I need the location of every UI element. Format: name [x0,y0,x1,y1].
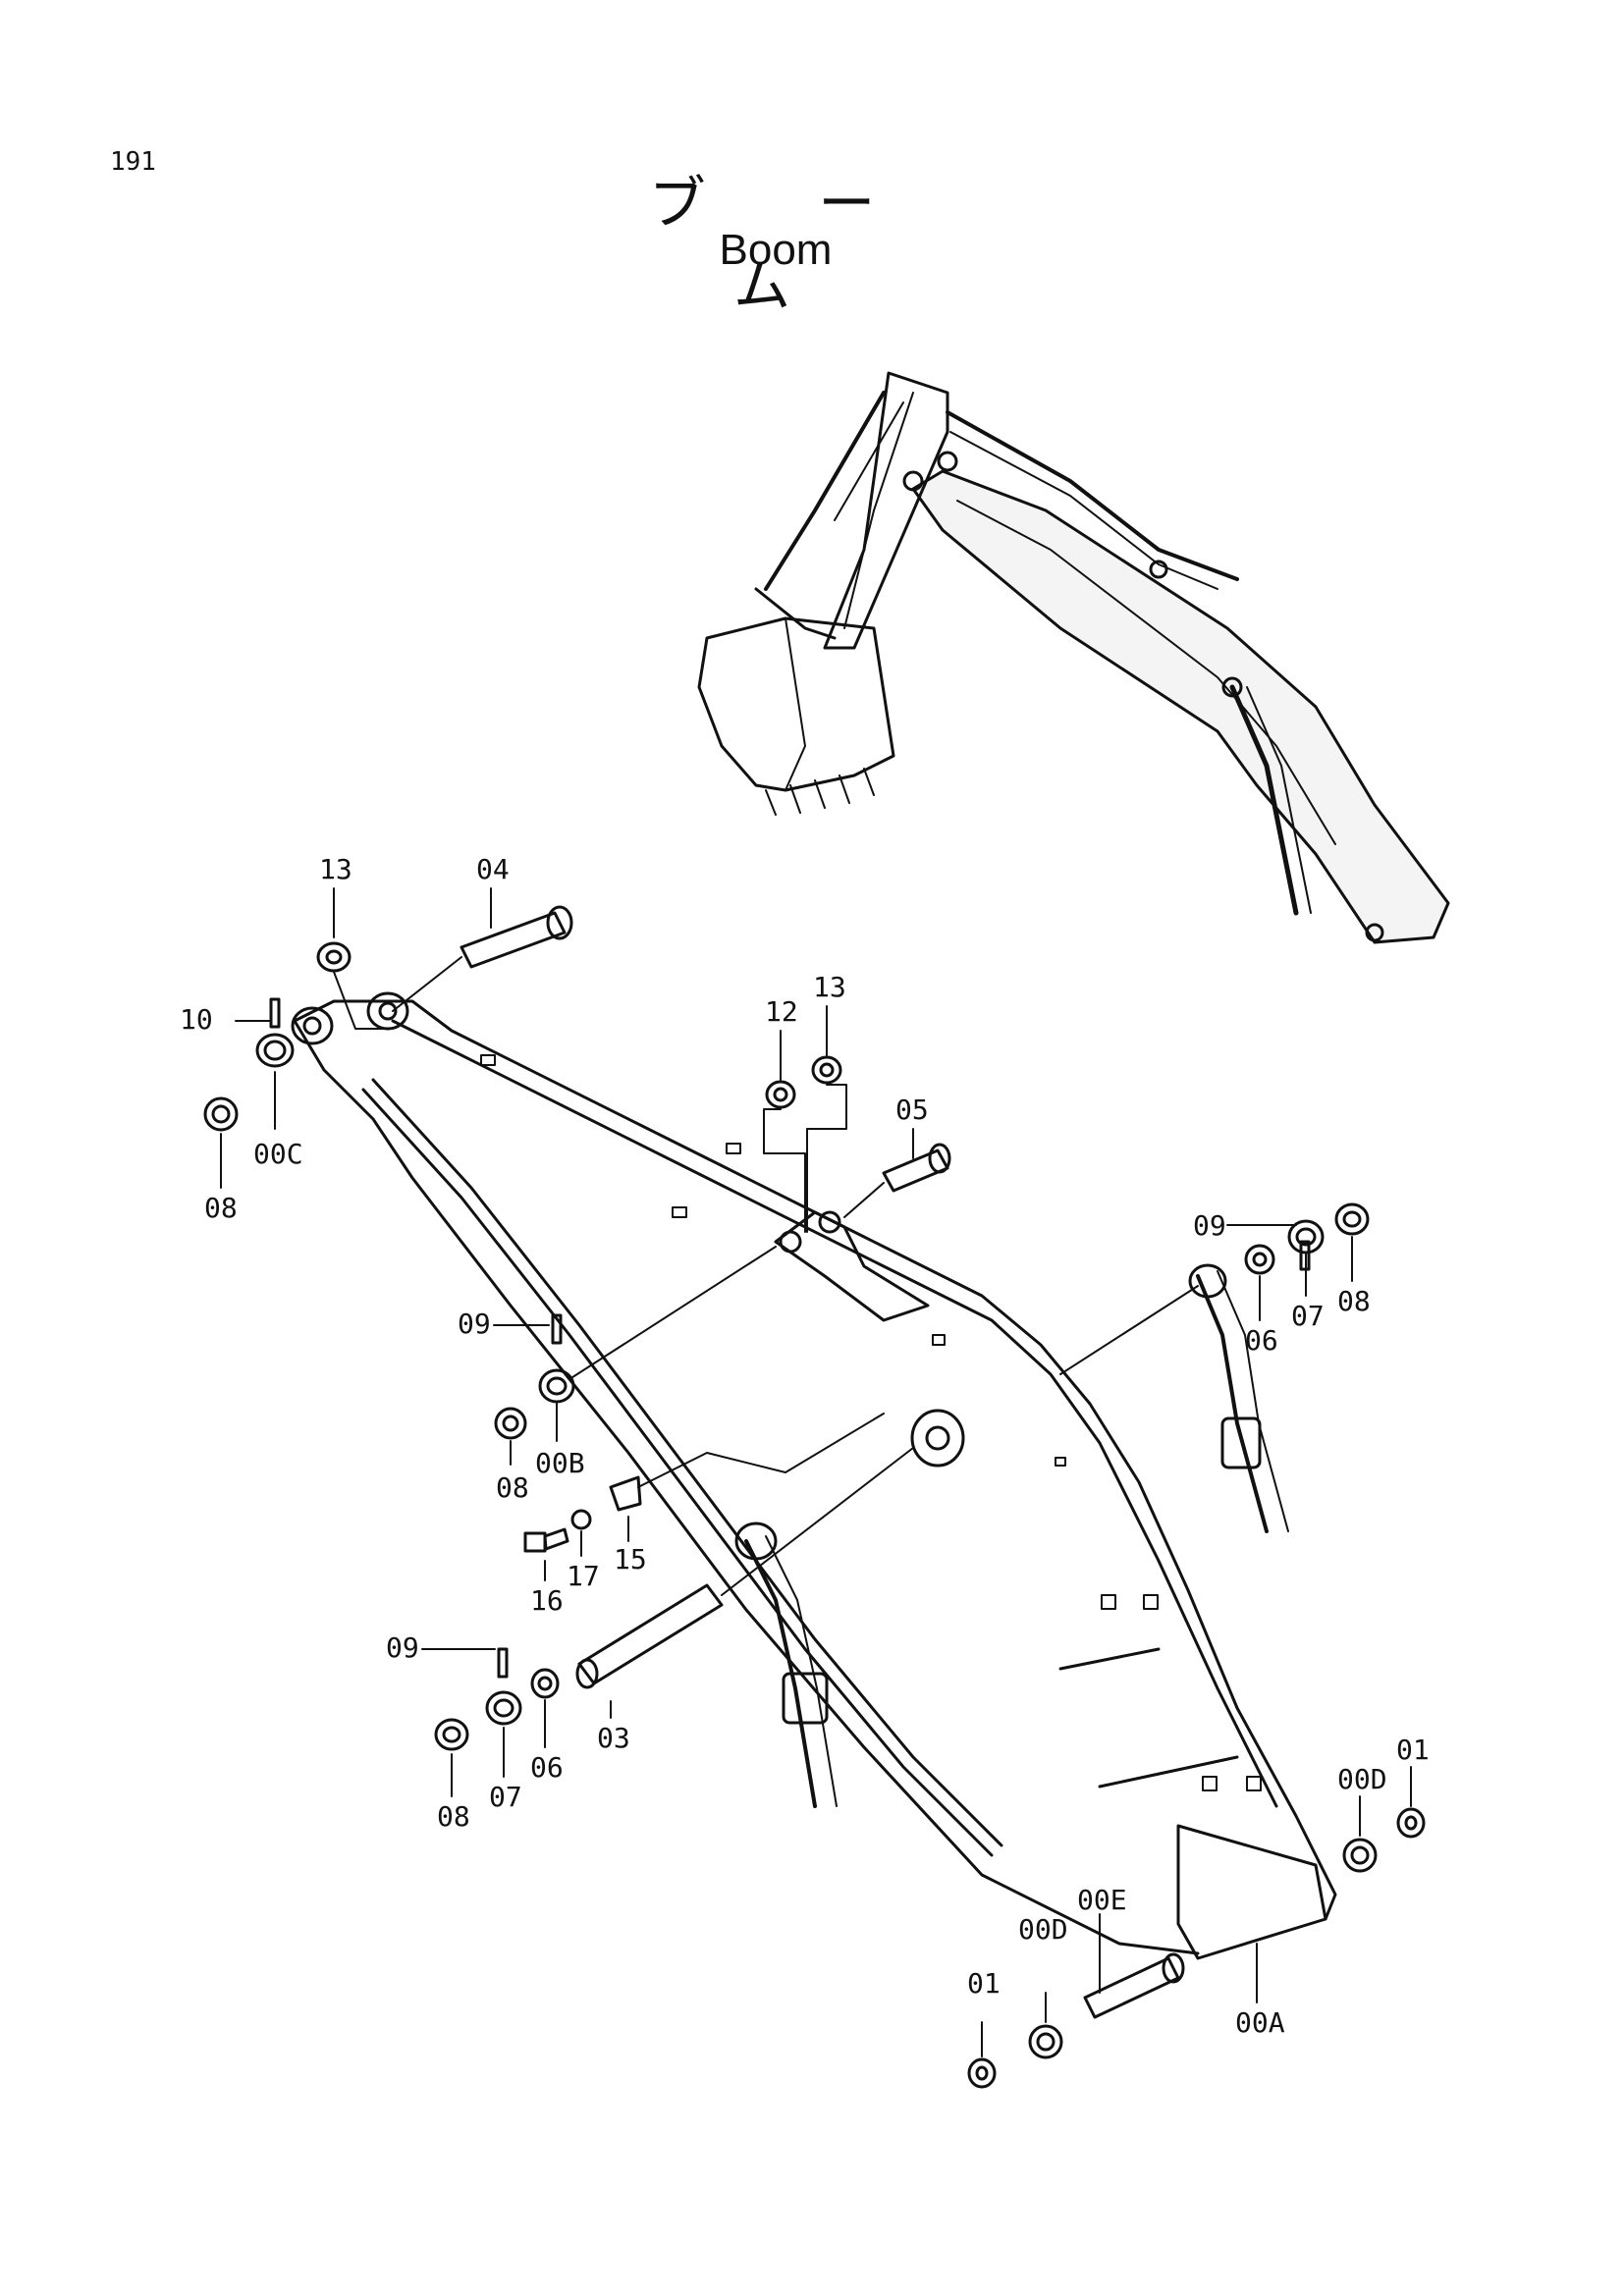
label-10: 10 [180,1003,213,1036]
label-00B: 00B [535,1447,585,1479]
label-07-bottom: 07 [489,1781,522,1813]
washer-06-right [1244,1244,1275,1275]
label-13-top: 13 [319,853,352,885]
pin-04 [460,905,573,969]
arm-cylinder-rod [1188,1263,1289,1533]
pin-03 [575,1583,724,1689]
leader-lines [220,887,1412,2057]
label-06-right: 06 [1245,1324,1278,1357]
label-00A: 00A [1235,2006,1285,2039]
pin-09-mid [551,1313,563,1345]
excavator-front-attachment-inset [697,371,1450,944]
label-12: 12 [765,995,798,1028]
label-07-right: 07 [1291,1300,1325,1332]
washer-13-mid [811,1055,842,1085]
label-04: 04 [476,853,510,885]
label-06-bottom: 06 [530,1751,564,1784]
bushing-07-bottom [485,1690,522,1726]
bushing-00B [538,1368,575,1404]
label-08-right: 08 [1337,1285,1371,1317]
plate-15 [609,1475,642,1512]
label-08-left: 08 [204,1192,238,1224]
pin-00E [1083,1952,1185,2019]
ring-08-left [203,1096,239,1132]
label-15: 15 [614,1543,647,1575]
boom-body [291,991,1337,1960]
bushing-00D-left [1028,2024,1063,2059]
label-08-bottom: 08 [437,1800,470,1833]
bushing-07-right [1287,1219,1325,1255]
ring-01-right [1396,1807,1426,1839]
pin-09-bottom [497,1647,509,1679]
label-09-bottom: 09 [386,1631,419,1664]
boom-cylinder-rod [734,1522,838,1808]
pin-10 [269,997,281,1029]
label-03: 03 [597,1722,630,1754]
bolt-16 [523,1527,569,1553]
pin-05 [882,1143,951,1193]
label-00D-right: 00D [1337,1763,1387,1795]
washer-13-top [316,941,352,973]
ring-08-bottom [434,1718,469,1751]
bushing-00D-right [1342,1838,1378,1873]
page-title-japanese: ブ ー ム [648,170,923,319]
washer-17 [570,1509,592,1530]
label-00D-left: 00D [1018,1913,1068,1946]
label-00E: 00E [1077,1884,1127,1916]
washer-12 [765,1080,796,1109]
page-title-english: Boom [719,226,833,274]
label-00C: 00C [253,1138,303,1170]
ring-08-mid [494,1407,527,1440]
label-08-mid: 08 [496,1471,529,1504]
label-17: 17 [567,1560,600,1592]
label-09-mid: 09 [458,1308,491,1340]
ring-08-right [1334,1202,1370,1236]
page-number: 191 [110,147,156,177]
washer-06-bottom [530,1668,560,1699]
label-13-mid: 13 [813,971,846,1003]
label-09-right: 09 [1193,1209,1226,1242]
label-16: 16 [530,1584,564,1617]
label-01-right: 01 [1396,1734,1430,1766]
bushing-00C [255,1033,295,1068]
label-05: 05 [895,1094,929,1126]
label-01-left: 01 [967,1967,1001,2000]
ring-01-left [967,2057,997,2089]
